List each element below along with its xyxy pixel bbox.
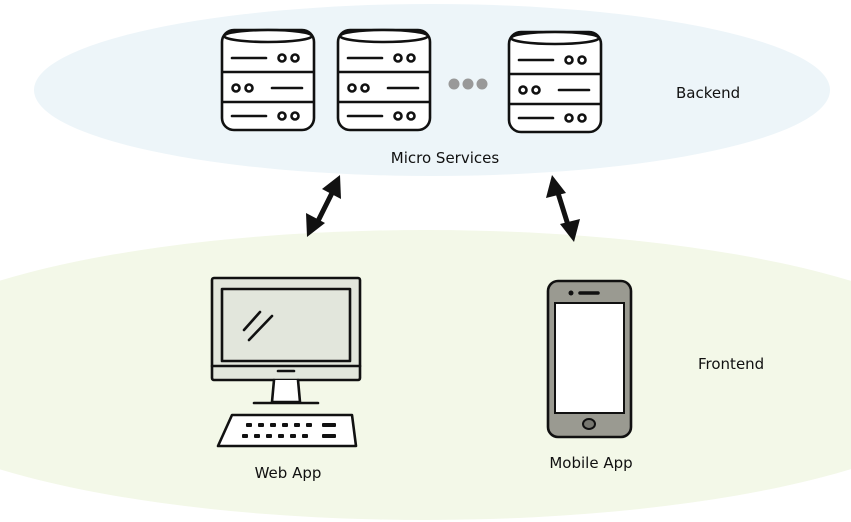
- desktop-computer-icon: [210, 276, 362, 405]
- server-stack-icon: [336, 28, 432, 132]
- keyboard-icon: [216, 413, 358, 448]
- web-app-label: Web App: [255, 464, 322, 482]
- server-stack-icon: [220, 28, 316, 132]
- ellipsis-icon: [448, 78, 488, 90]
- mobile-app-label: Mobile App: [549, 454, 632, 472]
- frontend-region: [0, 230, 851, 520]
- micro-services-label: Micro Services: [391, 149, 500, 167]
- server-stack-icon: [507, 30, 603, 134]
- bidirectional-arrow-icon: [306, 175, 341, 237]
- backend-label: Backend: [676, 84, 740, 102]
- smartphone-icon: [546, 279, 633, 439]
- bidirectional-arrow-icon: [546, 175, 580, 242]
- frontend-label: Frontend: [698, 355, 764, 373]
